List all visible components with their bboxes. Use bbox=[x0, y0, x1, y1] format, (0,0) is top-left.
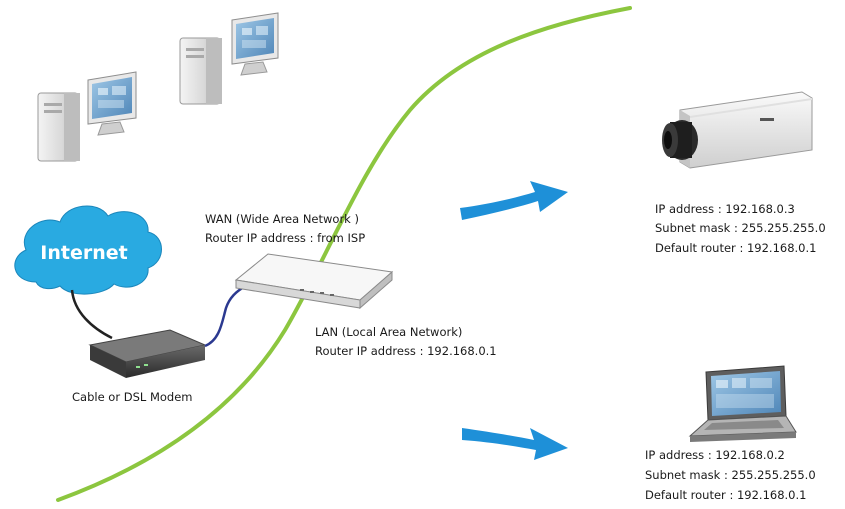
laptop-subnet-mask: Subnet mask : 255.255.255.0 bbox=[645, 468, 816, 482]
router-cable bbox=[204, 284, 247, 348]
arrow-to-laptop-icon bbox=[462, 428, 568, 460]
cable-modem-icon bbox=[88, 329, 207, 378]
modem-cable bbox=[70, 289, 113, 340]
modem-label: Cable or DSL Modem bbox=[72, 390, 193, 404]
desktop-computer-icon bbox=[37, 71, 137, 162]
router-icon bbox=[234, 253, 394, 310]
lan-title: LAN (Local Area Network) bbox=[315, 325, 463, 339]
arrow-to-camera-icon bbox=[460, 181, 568, 220]
lan-router-ip: Router IP address : 192.168.0.1 bbox=[315, 344, 497, 358]
wan-router-ip: Router IP address : from ISP bbox=[205, 231, 366, 245]
camera-default-router: Default router : 192.168.0.1 bbox=[655, 241, 817, 255]
desktop-computer-icon bbox=[179, 12, 279, 105]
wan-title: WAN (Wide Area Network ) bbox=[205, 212, 359, 226]
network-boundary-curve bbox=[56, 6, 632, 502]
ip-camera-icon bbox=[662, 91, 813, 169]
internet-label: Internet bbox=[40, 242, 127, 264]
laptop-ip-address: IP address : 192.168.0.2 bbox=[645, 448, 785, 462]
laptop-icon bbox=[688, 365, 797, 442]
laptop-default-router: Default router : 192.168.0.1 bbox=[645, 488, 807, 502]
camera-ip-address: IP address : 192.168.0.3 bbox=[655, 202, 795, 216]
internet-cloud-icon: Internet bbox=[14, 205, 162, 295]
camera-subnet-mask: Subnet mask : 255.255.255.0 bbox=[655, 221, 826, 235]
